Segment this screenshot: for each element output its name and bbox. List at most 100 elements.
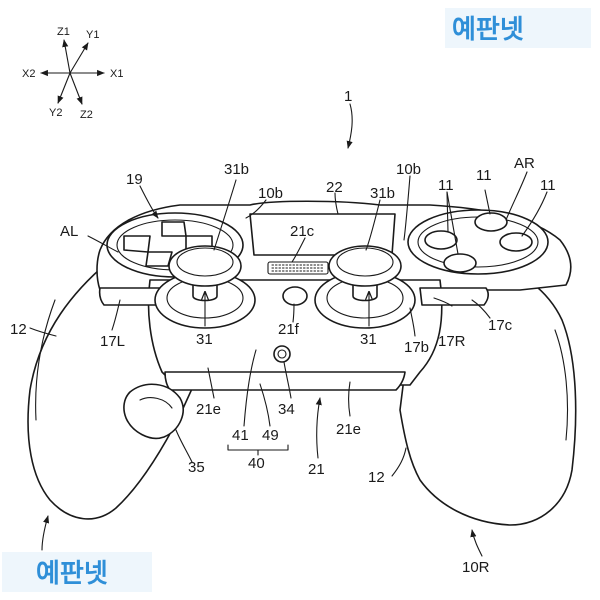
watermark-bottom: 예판넷 xyxy=(2,552,152,592)
label-21: 21 xyxy=(308,461,325,478)
axis-label-y2: Y2 xyxy=(49,107,62,119)
axis-z1-arrow xyxy=(62,39,71,74)
label-12-left: 12 xyxy=(10,321,27,338)
left-trigger-pad[interactable] xyxy=(123,383,184,439)
leader-AR xyxy=(505,171,528,221)
watermark-text: 예판넷 xyxy=(36,559,108,589)
leader-35 xyxy=(175,429,193,463)
leader-11-a1 xyxy=(446,191,449,233)
label-10R: 10R xyxy=(462,559,490,576)
left-stick-cap-rim xyxy=(176,247,234,277)
label-17R: 17R xyxy=(438,333,466,350)
watermark-top: 예판넷 xyxy=(445,8,591,48)
leader-lines xyxy=(29,103,548,557)
label-AL: AL xyxy=(60,223,78,240)
axis-label-x1: X1 xyxy=(110,68,123,80)
axis-y1-arrow xyxy=(69,42,89,74)
leader-17R xyxy=(433,297,453,307)
label-21e-right: 21e xyxy=(336,421,361,438)
action-button-left[interactable] xyxy=(424,230,458,250)
leader-10b-left xyxy=(245,199,267,219)
label-35: 35 xyxy=(188,459,205,476)
leader-31b-left xyxy=(213,179,237,251)
label-21e-left: 21e xyxy=(196,401,221,418)
home-button[interactable] xyxy=(282,286,308,306)
leader-22 xyxy=(334,192,339,215)
label-1: 1 xyxy=(344,88,352,105)
axis-z2-arrow xyxy=(69,72,83,105)
action-button-top[interactable] xyxy=(474,212,508,232)
axis-y2-arrow xyxy=(57,72,71,104)
reference-labels: 1 19 31b 10b 22 31b 10b 11 11 AR 11 AL 2… xyxy=(10,88,556,576)
label-17c: 17c xyxy=(488,317,513,334)
right-grip xyxy=(399,261,577,526)
axis-label-z2: Z2 xyxy=(80,109,93,121)
lower-rim xyxy=(164,371,406,391)
leader-49 xyxy=(259,383,271,427)
label-22: 22 xyxy=(326,179,343,196)
bracket-40 xyxy=(227,444,289,451)
leader-12-right xyxy=(391,447,407,477)
action-button-bottom[interactable] xyxy=(443,253,477,273)
leader-17c xyxy=(471,299,491,319)
leader-34 xyxy=(283,361,292,399)
label-21f: 21f xyxy=(278,321,300,338)
label-AR: AR xyxy=(514,155,535,172)
label-31b-left: 31b xyxy=(224,161,249,178)
leader-41 xyxy=(243,349,257,427)
action-button-right[interactable] xyxy=(499,232,533,252)
leader-21 xyxy=(315,397,322,459)
leader-11-b xyxy=(484,189,491,215)
right-grip-inner-line xyxy=(554,329,569,441)
right-button-cluster xyxy=(407,209,549,275)
watermark-text: 예판넷 xyxy=(452,15,524,45)
label-10b-right: 10b xyxy=(396,161,421,178)
speaker-grill xyxy=(267,261,329,275)
axis-label-z1: Z1 xyxy=(57,26,70,38)
label-10b-left: 10b xyxy=(258,185,283,202)
dpad-up[interactable] xyxy=(161,221,187,237)
label-41: 41 xyxy=(232,427,249,444)
label-12-right: 12 xyxy=(368,469,385,486)
label-11-a: 11 xyxy=(438,177,454,194)
dpad-down[interactable] xyxy=(145,251,173,267)
right-pad-base xyxy=(407,209,549,275)
headphone-jack xyxy=(273,345,291,363)
leader-10b-right xyxy=(403,175,411,241)
leader-1 xyxy=(346,103,353,149)
label-11-c: 11 xyxy=(540,177,556,194)
label-49: 49 xyxy=(262,427,279,444)
left-trigger-pad-detail xyxy=(139,397,173,409)
axis-label-y1: Y1 xyxy=(86,29,99,41)
right-stick-cap[interactable] xyxy=(328,245,402,287)
label-17L: 17L xyxy=(100,333,125,350)
leader-17b xyxy=(409,307,416,337)
leader-31b-right xyxy=(365,199,381,251)
left-grip-inner-line xyxy=(35,299,56,421)
label-11-b: 11 xyxy=(476,167,492,184)
leader-left-grip-arrow xyxy=(41,515,50,551)
label-31-left: 31 xyxy=(196,331,213,348)
axis-label-x2: X2 xyxy=(22,68,35,80)
leader-17L xyxy=(111,299,121,331)
label-31b-right: 31b xyxy=(370,185,395,202)
leader-21c xyxy=(291,237,306,263)
label-17b: 17b xyxy=(404,339,429,356)
right-shoulder-button[interactable] xyxy=(419,287,489,306)
label-40: 40 xyxy=(248,455,265,472)
dpad-left[interactable] xyxy=(123,235,151,253)
leader-12-left xyxy=(29,327,57,337)
leader-21e-left xyxy=(207,367,215,399)
label-19: 19 xyxy=(126,171,143,188)
left-shoulder-button[interactable] xyxy=(98,287,161,306)
leader-21f xyxy=(292,303,295,323)
left-stick-cap[interactable] xyxy=(168,245,242,287)
label-31-right: 31 xyxy=(360,331,377,348)
leader-11-c xyxy=(521,191,548,237)
right-stick-cap-rim xyxy=(336,247,394,277)
leader-11-a2 xyxy=(446,191,459,255)
label-34: 34 xyxy=(278,401,295,418)
leader-19 xyxy=(139,185,159,219)
leader-10R xyxy=(470,529,483,557)
